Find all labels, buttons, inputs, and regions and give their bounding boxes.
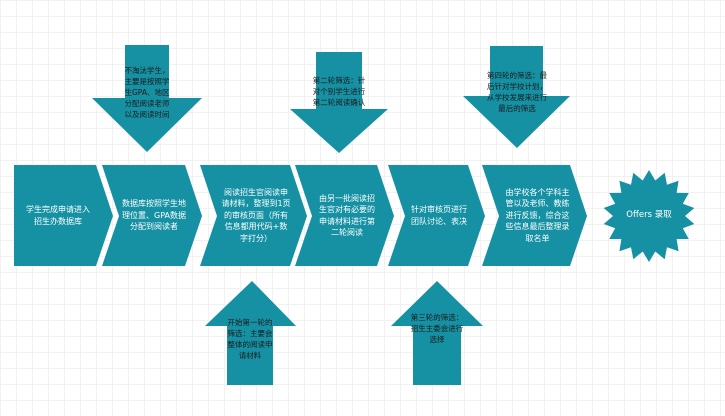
bottom-arrow-2: [391, 281, 483, 385]
top-arrow-2: [290, 52, 388, 153]
result-starburst: [603, 170, 695, 262]
top-note-3: 第四轮的筛选：最后针对学校计划，从学校发展来进行最后的筛选: [487, 71, 547, 113]
top-note-2: 第二轮筛选：针对个别学生进行第二轮阅读确认: [312, 75, 366, 107]
step-1-chevron: [14, 165, 113, 266]
top-arrow-3: [463, 46, 570, 148]
step-2-chevron: [102, 165, 202, 266]
bottom-note-2: 第三轮的筛选：招生主委会进行选择: [410, 312, 464, 344]
top-arrow-1: [92, 45, 202, 152]
step-5-chevron: [388, 165, 485, 266]
bottom-arrow-1: [205, 281, 296, 385]
bottom-note-1: 开始第一轮的筛选：主要会整体的阅读申请材料: [227, 318, 273, 360]
top-note-1: 不淘汰学生，主要是按照学生GPA、地区分配阅读老师以及阅读时间: [124, 65, 170, 119]
step-6-chevron: [482, 165, 587, 266]
step-4-chevron: [295, 165, 394, 266]
step-3-chevron: [200, 165, 307, 266]
